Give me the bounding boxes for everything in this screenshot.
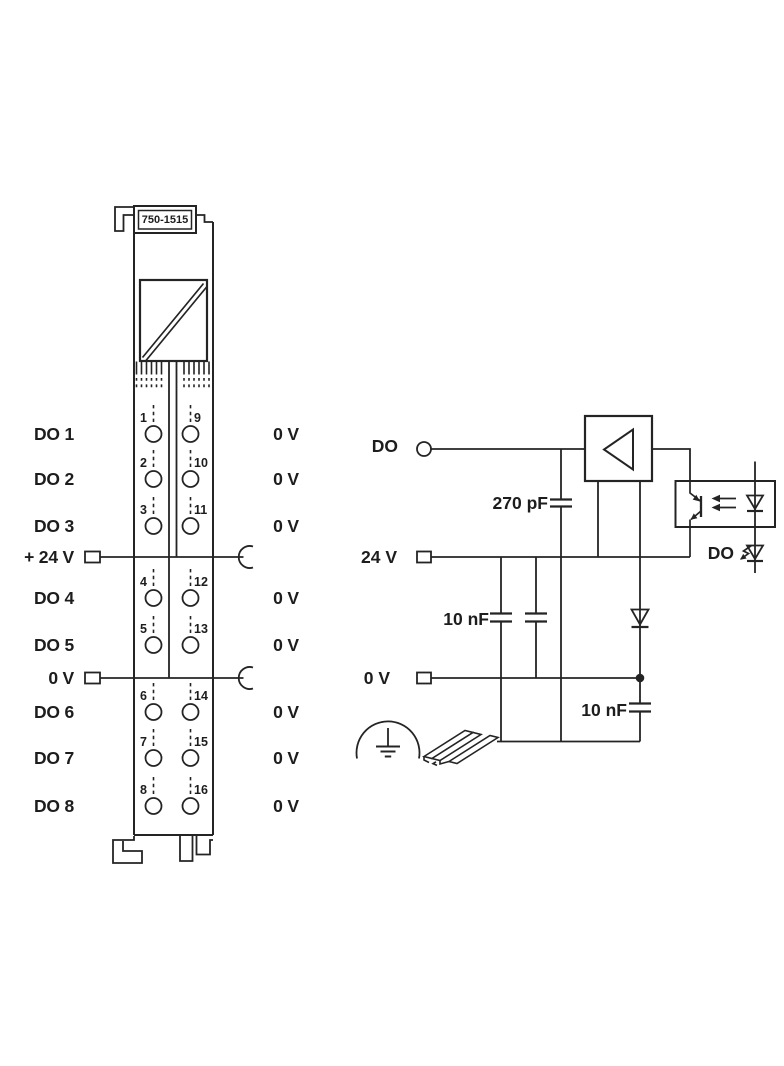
capacitor-270pf-icon	[550, 498, 572, 508]
channel-right-label: 0 V	[273, 469, 299, 489]
terminal-number: 12	[194, 575, 208, 589]
schematic-24v-label: 24 V	[361, 547, 397, 567]
terminal-number: 2	[140, 456, 147, 470]
channel-label: DO 1	[33, 424, 74, 444]
channel-right-label: 0 V	[273, 588, 299, 608]
terminal-number: 6	[140, 689, 147, 703]
plug-terminal-icon	[84, 671, 101, 685]
terminal-number: 10	[194, 456, 208, 470]
power-contact-icon	[237, 666, 254, 690]
channel-label: DO 6	[33, 702, 74, 722]
terminal-number: 15	[194, 735, 208, 749]
freewheel-diode-icon	[629, 608, 651, 629]
module-part-number: 750-1515	[141, 214, 189, 226]
channel-label: DO 7	[33, 748, 74, 768]
do-input-terminal-icon	[416, 441, 432, 457]
terminal-stems	[152, 405, 192, 797]
optocoupler-icon	[674, 461, 776, 573]
channel-right-label: 0 V	[273, 635, 299, 655]
power-label-0v: 0 V	[48, 668, 74, 688]
plug-terminal-icon	[416, 671, 432, 685]
channel-label: DO 4	[33, 588, 74, 608]
isolation-diagonal	[141, 282, 208, 362]
electronics-box	[135, 278, 210, 678]
power-jumper-0v	[84, 666, 254, 690]
status-led-label: DO	[707, 543, 734, 563]
junction-dot	[635, 673, 645, 683]
capacitor-10nf-output-label: 10 nF	[581, 700, 627, 720]
terminal-number: 4	[140, 575, 147, 589]
terminal-number: 3	[140, 503, 147, 517]
plug-terminal-icon	[84, 550, 101, 564]
top-latch-icon	[114, 206, 134, 232]
terminal-number: 9	[194, 411, 201, 425]
power-label-24v: + 24 V	[24, 547, 74, 567]
io-module-outline	[112, 205, 214, 864]
capacitor-10nf-output-icon	[629, 702, 651, 713]
channel-label: DO 8	[33, 796, 74, 816]
channel-right-label: 0 V	[273, 424, 299, 444]
schematic-do-label: DO	[371, 436, 398, 456]
channel-right-label: 0 V	[273, 796, 299, 816]
capacitor-270pf-label: 270 pF	[492, 493, 548, 513]
terminal-number: 5	[140, 622, 147, 636]
bottom-latch-icon	[112, 836, 143, 864]
terminal-number: 16	[194, 783, 208, 797]
channel-right-label: 0 V	[273, 702, 299, 722]
marking-label-box	[133, 205, 197, 234]
terminal-number: 1	[140, 411, 147, 425]
terminal-circles	[144, 425, 200, 815]
terminal-number: 7	[140, 735, 147, 749]
terminal-number: 14	[194, 689, 208, 703]
channel-right-label: 0 V	[273, 516, 299, 536]
plug-terminal-icon	[416, 550, 432, 564]
channel-label: DO 5	[33, 635, 74, 655]
internal-bus-lines	[168, 361, 178, 678]
earth-ground-icon	[355, 720, 421, 759]
power-jumper-24v	[84, 545, 254, 569]
power-contact-icon	[237, 545, 254, 569]
channel-label: DO 2	[33, 469, 74, 489]
channel-label: DO 3	[33, 516, 74, 536]
schematic-0v-label: 0 V	[363, 668, 390, 688]
terminal-number: 8	[140, 783, 147, 797]
amplifier-triangle-icon	[602, 427, 634, 472]
capacitor-10nf-supply-label: 10 nF	[443, 609, 489, 629]
din-rail-icon	[421, 729, 501, 767]
terminal-number: 13	[194, 622, 208, 636]
channel-right-label: 0 V	[273, 748, 299, 768]
status-led-icon	[740, 544, 765, 563]
terminal-number: 11	[194, 503, 208, 517]
capacitor-10nf-supply-icon	[490, 612, 547, 623]
wiring-schematic	[355, 414, 776, 767]
